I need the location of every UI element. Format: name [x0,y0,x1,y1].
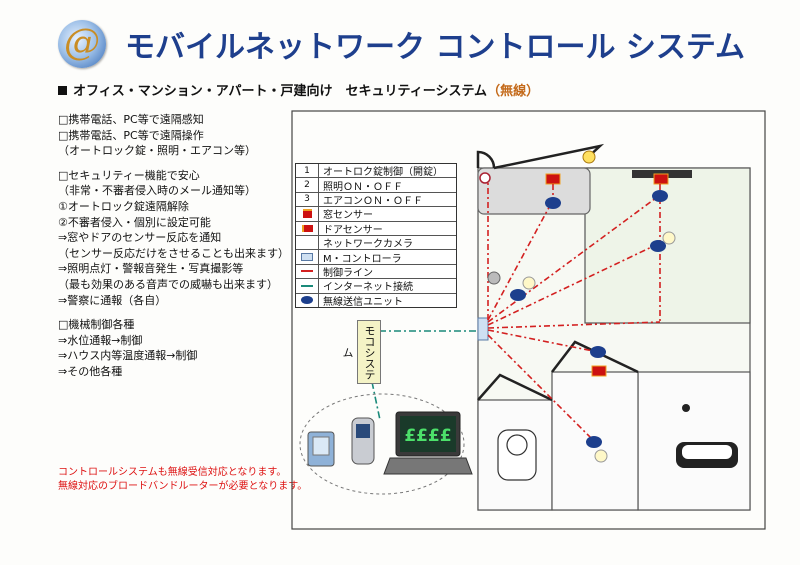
wireless-unit-icon [650,240,666,252]
legend-label: オートロク錠制御（開錠） [323,167,443,179]
legend-row: 1 オートロク錠制御（開錠） [296,164,456,179]
feature-line: （非常・不審者侵入時のメール通知等） [58,184,256,198]
legend-marker: 3 [296,192,319,207]
light-bulb-icon [594,449,608,463]
legend-row: 無線送信ユニット [296,293,456,308]
legend-label: 無線送信ユニット [323,296,403,308]
subtitle: オフィス・マンション・アパート・戸建向け セキュリティーシステム（無線） [58,80,539,99]
feature-line: □機械制御各種 [58,318,135,332]
middle-door-swing [551,340,639,374]
feature-line: ⇒ハウス内等温度通報→制御 [58,349,198,363]
wireless-unit-icon [545,197,561,209]
feature-line: □携帯電話、PC等で遠隔操作 [58,128,204,142]
legend-label: ネットワークカメラ [323,239,413,251]
diagram-frame [291,110,766,530]
feature-line: ⇒窓やドアのセンサー反応を通知 [58,231,222,245]
pda-icon[interactable] [307,431,335,467]
feature-line: ⇒警察に通報（各自） [58,293,167,307]
legend-marker: 1 [296,164,319,178]
legend-label: M・コントローラ [323,253,402,265]
wireless-unit-icon [301,296,313,305]
entrance-area [477,167,591,215]
window-sensor-icon [545,173,561,185]
feature-line: ②不審者侵入・個別に設定可能 [58,215,211,229]
auto-lock-icon [479,172,491,184]
door-sensor-icon [301,224,313,232]
legend-marker: 2 [296,178,319,192]
legend-label: エアコンＯＮ・ＯＦＦ [323,195,423,207]
legend-label: 照明ＯＮ・ＯＦＦ [323,181,403,193]
entrance-door-arc [476,150,496,169]
feature-line: ⇒水位通報→制御 [58,333,143,347]
subtitle-main: オフィス・マンション・アパート・戸建向け セキュリティーシステム [73,84,488,99]
internet-line-icon [301,284,313,287]
legend-row: 2 照明ＯＮ・ＯＦＦ [296,178,456,193]
feature-line: ⇒その他各種 [58,364,123,378]
devices-oval [299,393,465,495]
legend-row: M・コントローラ [296,250,456,265]
legend-row: 窓センサー [296,207,456,222]
subtitle-wireless: （無線） [487,84,540,99]
window-sensor-icon [302,209,312,219]
brand-logo-icon: @ [58,20,106,68]
legend-label: インターネット接続 [323,282,413,294]
network-camera-icon [487,271,501,285]
feature-line: （オートロック錠・照明・エアコン等） [58,144,256,158]
toilet-door-swing [477,373,553,402]
laptop-screen-text: ££££ [404,426,451,446]
wireless-unit-icon [586,436,602,448]
legend-row: ドアセンサー [296,221,456,236]
legend-row: インターネット接続 [296,279,456,294]
controller-icon [301,253,313,262]
room-bathroom [637,371,751,511]
legend-label: 制御ライン [323,267,373,279]
feature-line: （最も効果のある音声での威嚇も出来ます） [58,277,278,291]
feature-line: ⇒照明点灯・警報音発生・写真撮影等 [58,262,244,276]
note-line: コントロールシステムも無線受信対応となります。 [58,467,287,478]
m-controller-icon [477,317,489,341]
square-bullet-icon [58,86,67,95]
window-sensor-icon [653,173,669,185]
wireless-note: コントロールシステムも無線受信対応となります。 無線対応のブロードバンドルーター… [58,466,307,494]
legend-row: 3 エアコンＯＮ・ＯＦＦ [296,192,456,208]
mobile-phone-icon[interactable] [351,417,375,465]
controller-box-label: モコシステム [341,320,381,384]
door-sensor-icon [591,365,607,377]
legend-table: 1 オートロク錠制御（開錠） 2 照明ＯＮ・ＯＦＦ 3 エアコンＯＮ・ＯＦＦ 窓センサ… [295,163,457,308]
legend-row: 制御ライン [296,264,456,280]
legend-label: ドアセンサー [323,224,383,236]
feature-list: □携帯電話、PC等で遠隔感知 □携帯電話、PC等で遠隔操作 （オートロック錠・照… [58,112,298,380]
room-top-right [584,167,751,324]
control-lines [487,175,661,443]
note-line: 無線対応のブロードバンドルーターが必要となります。 [58,481,308,492]
logo-at-mark: @ [64,22,100,63]
wireless-unit-icon [510,289,526,301]
feature-line: ①オートロック錠遠隔解除 [58,199,189,213]
legend-label: 窓センサー [323,210,373,222]
feature-line: □セキュリティー機能で安心 [58,168,200,182]
light-bulb-icon [662,231,676,245]
shower-icon [682,404,690,412]
feature-line: （センサー反応だけをさせることも出来ます） [58,246,289,260]
wireless-unit-icon [590,346,606,358]
control-line-icon [301,270,313,273]
internet-lines [371,330,478,421]
laptop-icon[interactable]: ££££ [383,411,473,475]
legend-row: ネットワークカメラ [296,235,456,251]
wireless-unit-icon [652,190,668,202]
alarm-light-icon [582,150,596,164]
light-bulb-icon [522,276,536,290]
page-title: モバイルネットワーク コントロール システム [125,30,745,65]
feature-line: □携帯電話、PC等で遠隔感知 [58,113,204,126]
